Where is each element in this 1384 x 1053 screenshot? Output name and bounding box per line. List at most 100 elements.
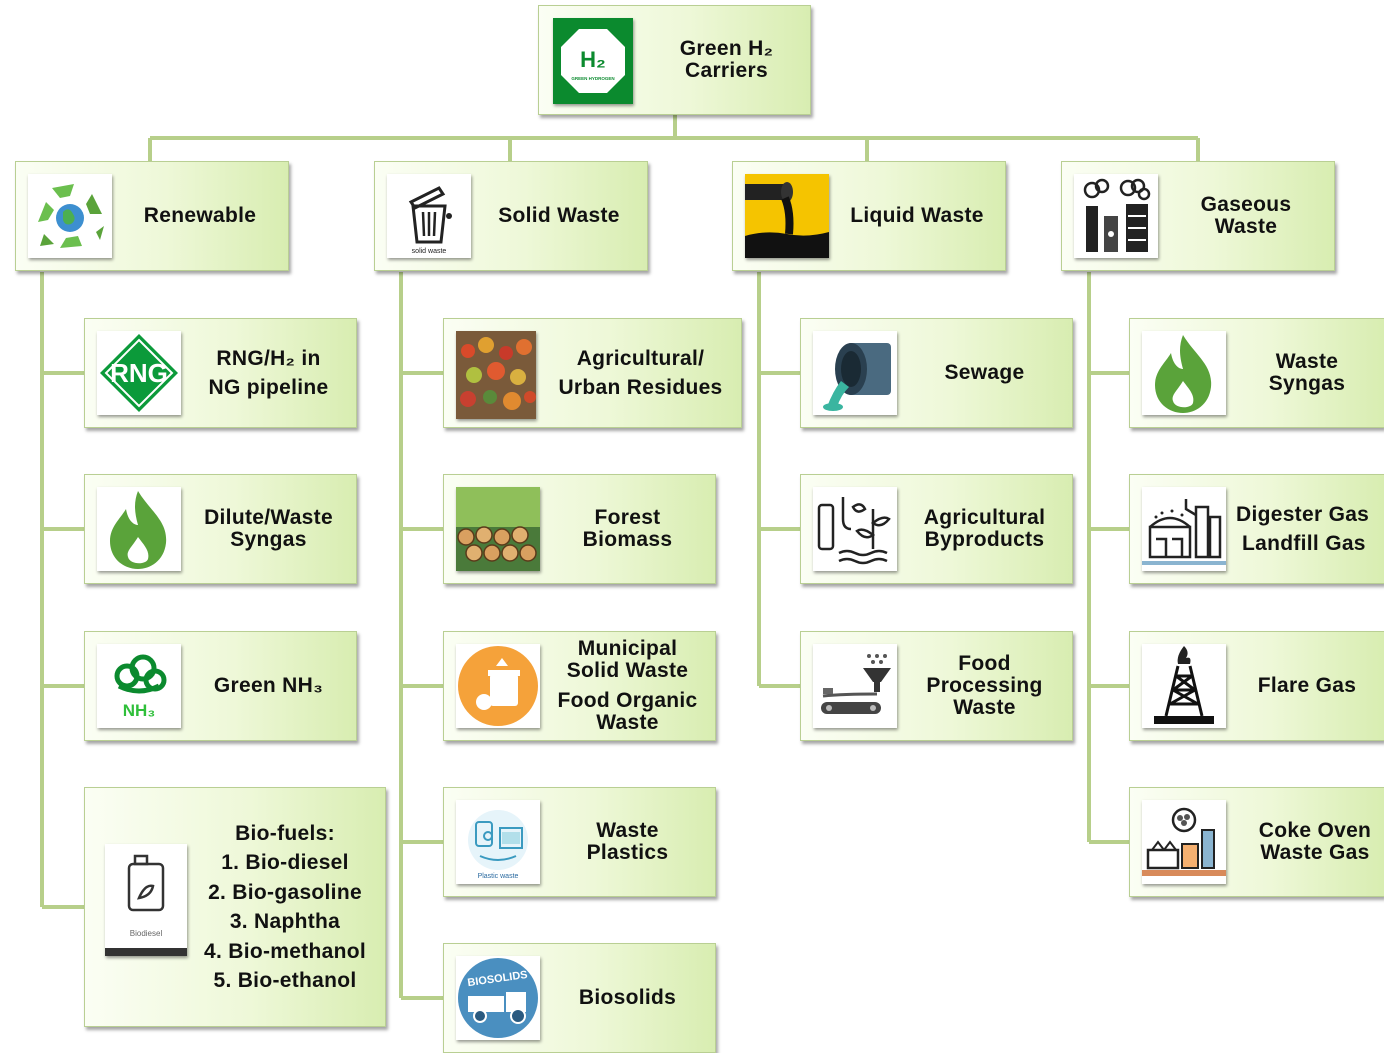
- item-label: Coke Oven Waste Gas: [1236, 794, 1384, 890]
- item-label-line: Landfill Gas: [1242, 531, 1366, 555]
- item-label-line: Waste: [596, 819, 659, 842]
- category-label-line: Waste: [1214, 215, 1278, 238]
- item-label-line: Solid Waste: [566, 659, 689, 682]
- bio-fuels-line: 1. Bio-diesel: [221, 851, 349, 874]
- item-label-line: Processing: [926, 674, 1043, 697]
- bio-fuels-line: 3. Naphtha: [229, 910, 341, 933]
- item-label-line: Flare Gas: [1257, 674, 1357, 697]
- green-hydrogen-logo-icon: H₂ GREEN HYDROGEN: [553, 18, 633, 104]
- item-label-line: Agricultural/: [576, 346, 705, 370]
- bio-fuels-line: Bio-fuels:: [235, 821, 335, 845]
- item-label-line: Sewage: [944, 361, 1025, 384]
- item-label-line: Food Organic: [557, 689, 698, 712]
- item-label-line: Green NH₃: [213, 674, 324, 697]
- category-liquid-waste: Liquid Waste: [732, 161, 1006, 271]
- item-label-line: Dilute/Waste: [204, 506, 333, 529]
- liquid-item-food-processing-waste: Food Processing Waste: [800, 631, 1073, 741]
- flame-icon: [97, 487, 181, 571]
- category-solid-waste: solid waste Solid Waste: [374, 161, 648, 271]
- log-pile-photo-icon: [456, 487, 540, 571]
- root-node-green-h2-carriers: H₂ GREEN HYDROGEN Green H₂ Carriers: [538, 5, 811, 115]
- plastic-icon-caption: Plastic waste: [478, 873, 519, 880]
- item-label-line: NG pipeline: [208, 375, 329, 399]
- renewable-item-dilute-syngas: Dilute/Waste Syngas: [84, 474, 357, 584]
- item-label: Food Processing Waste: [901, 638, 1068, 734]
- gaseous-item-digester-landfill-gas: Digester Gas Landfill Gas: [1129, 474, 1384, 584]
- item-label: Green NH₃: [185, 638, 352, 734]
- plastic-waste-icon: Plastic waste: [456, 800, 540, 884]
- liquid-item-agricultural-byproducts: Agricultural Byproducts: [800, 474, 1073, 584]
- item-label: Biosolids: [544, 950, 711, 1046]
- item-label-line: RNG/H₂ in: [216, 346, 321, 370]
- item-label: Agricultural Byproducts: [901, 481, 1068, 577]
- green-hydrogen-logo-subtext: GREEN HYDROGEN: [571, 76, 614, 81]
- food-processing-machine-icon: [813, 644, 897, 728]
- bio-fuels-list: Bio-fuels: 1. Bio-diesel 2. Bio-gasoline…: [189, 794, 381, 1020]
- renewable-item-rng-h2: RNG RNG/H₂ in NG pipeline: [84, 318, 357, 428]
- category-label-line: Renewable: [143, 204, 257, 227]
- category-label: Renewable: [116, 168, 284, 264]
- food-residue-photo-icon: [456, 331, 536, 419]
- solid-item-agricultural-urban-residues: Agricultural/ Urban Residues: [443, 318, 742, 428]
- item-label: Dilute/Waste Syngas: [185, 481, 352, 577]
- item-label-line: Syngas: [230, 528, 307, 551]
- renewable-item-green-nh3: NH₃ Green NH₃: [84, 631, 357, 741]
- item-label: Digester Gas Landfill Gas: [1236, 481, 1384, 577]
- item-label-line: Agricultural: [923, 506, 1046, 529]
- item-label-line: Waste: [1275, 350, 1339, 373]
- bio-fuels-line: 4. Bio-methanol: [203, 939, 366, 963]
- biosolids-tractor-icon: BIOSOLIDS: [456, 956, 540, 1040]
- item-label: Sewage: [901, 325, 1068, 421]
- gaseous-item-waste-syngas: Waste Syngas: [1129, 318, 1384, 428]
- solid-waste-icon-caption: solid waste: [412, 248, 447, 255]
- flame-icon: [1142, 331, 1226, 415]
- solid-item-waste-plastics: Plastic waste Waste Plastics: [443, 787, 716, 897]
- item-label-line: Waste: [953, 696, 1016, 719]
- factory-smoke-icon: [1074, 174, 1158, 258]
- item-label: RNG/H₂ in NG pipeline: [185, 325, 352, 421]
- sewage-pipe-icon: [813, 331, 897, 415]
- nh3-icon-text: NH₃: [123, 701, 155, 720]
- category-gaseous-waste: Gaseous Waste: [1061, 161, 1335, 271]
- item-label-line: Forest: [594, 506, 661, 529]
- category-label: Solid Waste: [475, 168, 643, 264]
- rng-diamond-icon: RNG: [97, 331, 181, 415]
- item-label-line: Biomass: [582, 528, 673, 551]
- bio-fuels-line: 5. Bio-ethanol: [213, 969, 357, 992]
- category-label: Gaseous Waste: [1162, 168, 1330, 264]
- digester-plant-icon: [1142, 487, 1226, 571]
- category-label-line: Gaseous: [1200, 193, 1292, 216]
- liquid-item-sewage: Sewage: [800, 318, 1073, 428]
- bio-fuels-line: 2. Bio-gasoline: [208, 880, 362, 904]
- item-label-line: Waste Gas: [1260, 841, 1370, 864]
- food-waste-bin-icon: [456, 644, 540, 728]
- item-label: Agricultural/ Urban Residues: [544, 325, 737, 421]
- item-label: Waste Plastics: [544, 794, 711, 890]
- pipe-outflow-icon: [745, 174, 829, 258]
- item-label: Waste Syngas: [1230, 325, 1384, 421]
- item-label-line: Byproducts: [924, 528, 1045, 551]
- solid-item-forest-biomass: Forest Biomass: [443, 474, 716, 584]
- item-label: Forest Biomass: [544, 481, 711, 577]
- agri-liquid-icon: [813, 487, 897, 571]
- root-label-line: Carriers: [685, 59, 768, 82]
- solid-item-municipal-food-waste: Municipal Solid Waste Food Organic Waste: [443, 631, 716, 741]
- category-label-line: Solid Waste: [498, 204, 620, 227]
- biodiesel-icon-caption: Biodiesel: [130, 929, 163, 938]
- item-label-line: Coke Oven: [1258, 819, 1372, 842]
- item-label-line: Waste: [596, 711, 659, 734]
- recycle-globe-icon: [28, 174, 112, 258]
- category-label: Liquid Waste: [833, 168, 1001, 264]
- item-label-line: Plastics: [586, 841, 669, 864]
- renewable-item-bio-fuels: Biodiesel Bio-fuels: 1. Bio-diesel 2. Bi…: [84, 787, 386, 1027]
- item-label: Municipal Solid Waste Food Organic Waste: [544, 638, 711, 734]
- root-label: Green H₂ Carriers: [647, 12, 806, 108]
- root-label-line: Green H₂: [679, 37, 774, 60]
- trash-bin-icon: solid waste: [387, 174, 471, 258]
- item-label-line: Digester Gas: [1236, 502, 1370, 526]
- coke-oven-plant-icon: [1142, 800, 1226, 884]
- item-label-line: Food: [958, 652, 1011, 675]
- item-label-line: Municipal: [577, 637, 678, 660]
- rng-icon-text: RNG: [110, 358, 168, 388]
